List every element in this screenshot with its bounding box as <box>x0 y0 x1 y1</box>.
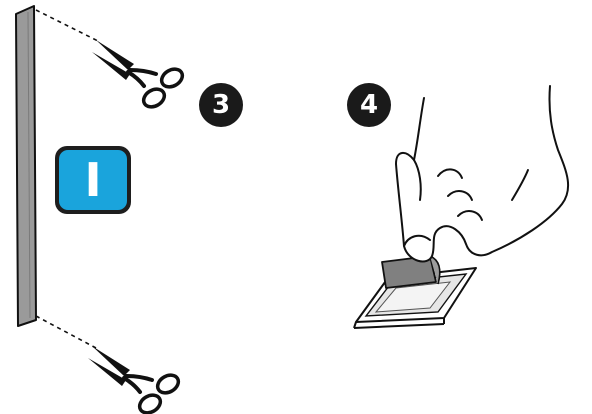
cut-line-top <box>36 10 100 42</box>
peeling-tape <box>382 256 440 288</box>
step-number: 4 <box>360 90 378 120</box>
adhesive-strip-icon <box>16 6 36 326</box>
info-badge-inner: I <box>59 150 127 210</box>
scissors-icon <box>88 346 182 414</box>
step-3-badge: 3 <box>199 83 243 127</box>
scissors-icon <box>92 40 186 110</box>
info-badge: I <box>55 146 131 214</box>
step-4-badge: 4 <box>347 83 391 127</box>
info-glyph: I <box>84 157 101 203</box>
step-number: 3 <box>212 90 230 120</box>
hand-icon <box>396 86 568 261</box>
cut-line-bottom <box>36 316 96 348</box>
